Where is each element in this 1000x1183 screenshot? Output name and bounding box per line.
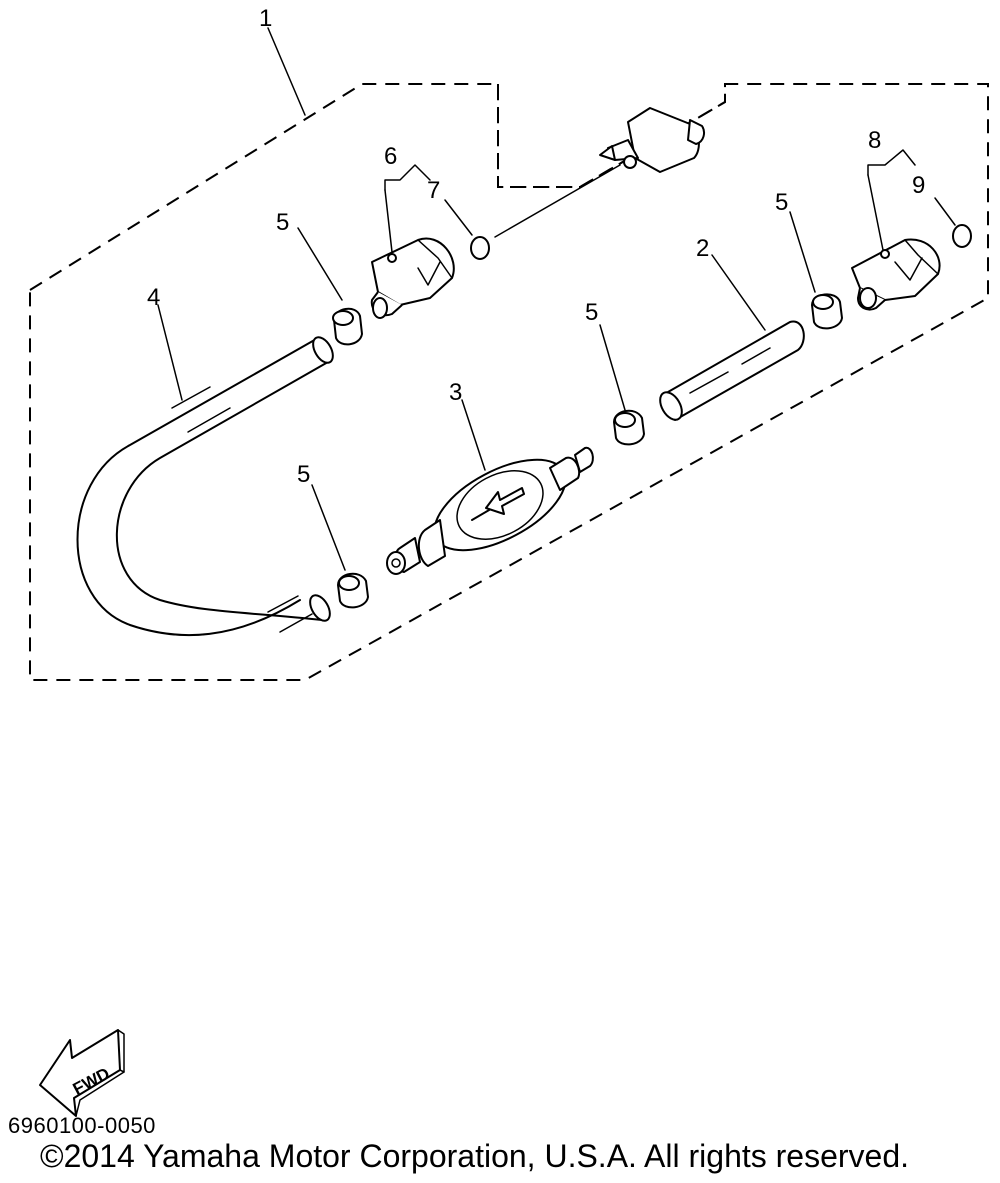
tank-connector bbox=[599, 107, 705, 173]
primer-bulb-3 bbox=[386, 446, 594, 575]
connector-6 bbox=[370, 237, 455, 319]
callout-8: 8 bbox=[868, 127, 881, 154]
callout-5b: 5 bbox=[775, 189, 788, 216]
connector-8 bbox=[851, 238, 941, 311]
callout-9: 9 bbox=[912, 172, 925, 199]
callout-7: 7 bbox=[427, 177, 440, 204]
clamp-5b bbox=[811, 293, 843, 330]
callout-3: 3 bbox=[449, 379, 462, 406]
callout-5d: 5 bbox=[297, 461, 310, 488]
part-code: 6960100-0050 bbox=[8, 1113, 156, 1138]
fwd-arrow-icon: FWD bbox=[39, 1029, 125, 1117]
callout-5a: 5 bbox=[276, 209, 289, 236]
connector-cutout-boundary bbox=[497, 84, 726, 188]
clamp-5d bbox=[337, 572, 369, 609]
callout-4: 4 bbox=[147, 284, 160, 311]
clamp-5c bbox=[613, 409, 645, 446]
callout-5c: 5 bbox=[585, 299, 598, 326]
clamp-5a bbox=[332, 307, 363, 346]
hose-2 bbox=[659, 320, 805, 421]
callout-6: 6 bbox=[384, 143, 397, 170]
leader-lines bbox=[157, 27, 956, 571]
o-ring-7 bbox=[470, 236, 490, 260]
callout-2: 2 bbox=[696, 235, 709, 262]
o-ring-9 bbox=[952, 224, 972, 248]
callout-1: 1 bbox=[259, 5, 272, 32]
assembly-boundary bbox=[29, 83, 989, 681]
copyright-notice: ©2014 Yamaha Motor Corporation, U.S.A. A… bbox=[40, 1138, 910, 1174]
hose-4 bbox=[76, 336, 334, 637]
